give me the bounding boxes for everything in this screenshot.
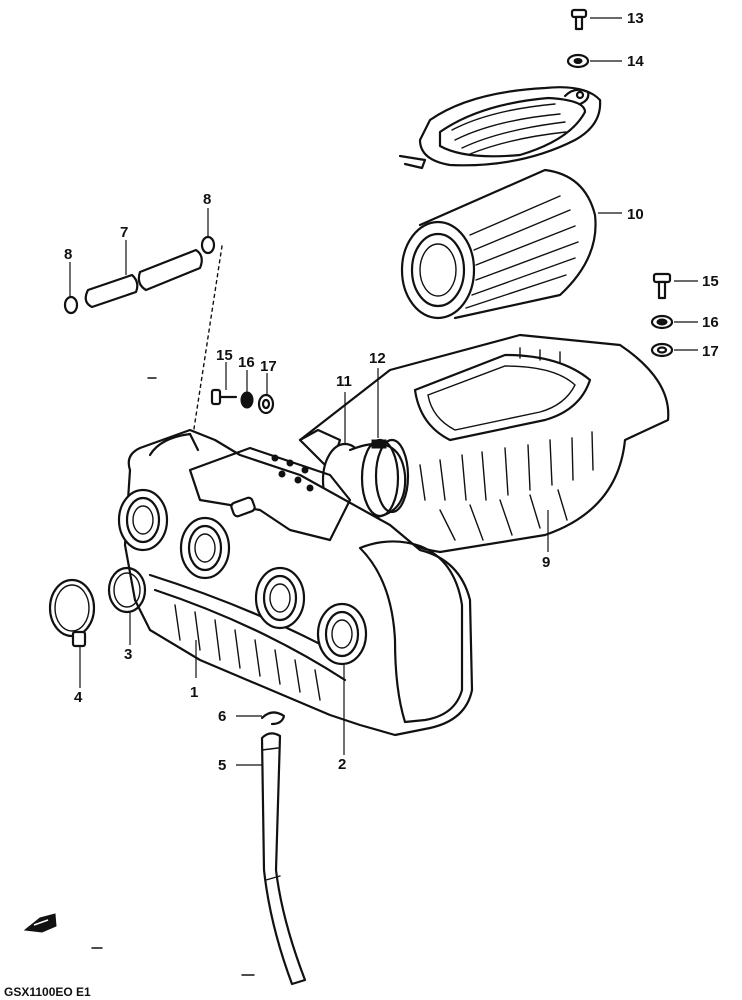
part-12-clamp: [348, 368, 410, 520]
part-3-ring: [107, 566, 147, 645]
diagram-code: GSX1100EO E1: [4, 985, 91, 999]
callout-8-left: 8: [64, 246, 72, 263]
callout-6: 6: [218, 708, 226, 725]
part-15-bolt-middle: [210, 362, 238, 406]
callout-15-middle: 15: [216, 347, 233, 364]
callout-12: 12: [369, 350, 386, 367]
part-13-screw: [570, 8, 622, 31]
callout-17-right: 17: [702, 343, 719, 360]
callout-8-right: 8: [203, 191, 211, 208]
callout-17-middle: 17: [260, 358, 277, 375]
callout-2: 2: [338, 756, 346, 773]
callout-1: 1: [190, 684, 198, 701]
part-2-intake-boots: [117, 488, 368, 755]
callout-9: 9: [542, 554, 550, 571]
callout-5: 5: [218, 757, 226, 774]
part-17-washer-middle: [257, 373, 275, 415]
callout-13: 13: [627, 10, 644, 27]
part-14-washer: [566, 53, 622, 69]
part-17-washer-right: [650, 342, 698, 358]
part-6-clip: [236, 711, 286, 726]
part-16-washer-right: [650, 314, 698, 330]
callout-11: 11: [336, 373, 352, 390]
part-8-clip-left: [63, 262, 79, 315]
air-cleaner-cover: [398, 86, 602, 170]
part-10-filter-element: [400, 168, 622, 320]
part-16-washer-middle: [240, 370, 254, 409]
part-15-bolt-right: [652, 272, 698, 300]
callout-10: 10: [627, 206, 644, 223]
callout-15-right: 15: [702, 273, 719, 290]
callout-3: 3: [124, 646, 132, 663]
front-direction-arrow-icon: [23, 913, 57, 933]
part-5-drain-hose: [236, 732, 307, 986]
callout-7: 7: [120, 224, 128, 241]
callout-16-middle: 16: [238, 354, 255, 371]
callout-16-right: 16: [702, 314, 719, 331]
part-4-clamp: [48, 578, 96, 688]
callout-14: 14: [627, 53, 644, 70]
callout-4: 4: [74, 689, 83, 706]
part-7-hoses: [84, 240, 203, 309]
